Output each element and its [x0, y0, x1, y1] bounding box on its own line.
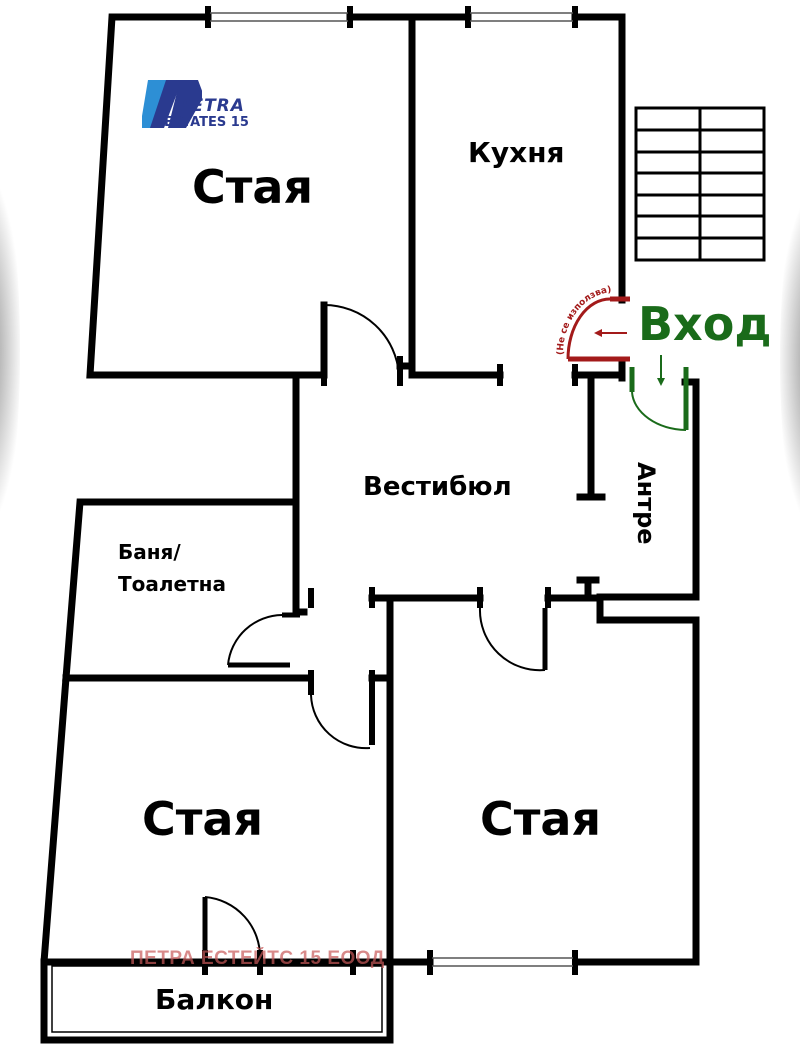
- room-label-bathroom-line1: Баня/: [118, 540, 181, 564]
- logo-mark-icon: [142, 80, 202, 128]
- unused-door: [566, 296, 630, 362]
- room-label-balcony: Балкон: [155, 983, 274, 1016]
- brand-logo: PETRA ESTATES 15: [142, 78, 267, 133]
- room-label-bottom-right: Стая: [480, 792, 601, 846]
- logo-brand-line2: ESTATES 15: [164, 115, 249, 130]
- entrance-label: Вход: [638, 297, 772, 351]
- room-label-kitchen: Кухня: [468, 136, 565, 169]
- watermark: ПЕТРА ЕСТЕЙТС 15 ЕООД: [130, 948, 385, 969]
- room-label-bottom-left: Стая: [142, 792, 263, 846]
- left-edge-shadow: [0, 170, 20, 530]
- staircase: [634, 106, 766, 262]
- entrance-door: [629, 355, 689, 431]
- right-edge-shadow: [780, 190, 800, 530]
- room-label-bathroom-line2: Тоалетна: [118, 572, 226, 596]
- kitchen-walls: [408, 13, 626, 382]
- room-label-antechamber: Антре: [632, 462, 660, 545]
- unused-door-note: (Не се използва): [556, 285, 612, 355]
- room-label-hallway: Вестибюл: [363, 472, 512, 502]
- logo-brand-line1: PETRA: [178, 96, 245, 116]
- room-label-top-left: Стая: [192, 160, 313, 214]
